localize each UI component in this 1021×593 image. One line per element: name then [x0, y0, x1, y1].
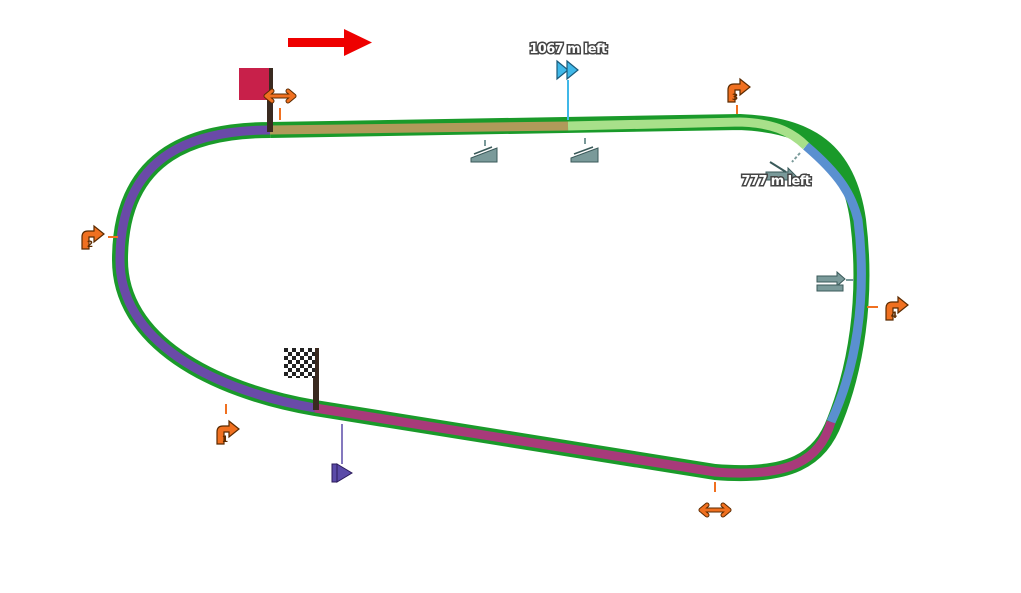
segment-right-curve [803, 142, 866, 424]
direction-arrow-icon [288, 29, 372, 56]
corner-4-marker: 4 [867, 295, 909, 321]
slope-icon [570, 138, 599, 163]
late-remaining-label: 777 m left [742, 174, 811, 189]
svg-text:3: 3 [732, 93, 738, 103]
segment-back-straight [567, 117, 810, 150]
svg-text:4: 4 [891, 311, 897, 321]
corner-2-marker: 2 [81, 224, 118, 250]
corner-turn-icon: 2 [81, 224, 105, 250]
fast-forward-icon [556, 59, 579, 81]
corner-turn-icon: 4 [885, 295, 909, 321]
corner-turn-icon: 3 [727, 77, 751, 103]
checkered-flag-icon [284, 348, 319, 410]
segment-start-straight [269, 121, 569, 135]
spurt-remaining-label: 1067 m left [529, 42, 607, 57]
spurt-marker: 1067 m left [528, 41, 609, 120]
late-marker: 777 m left [740, 152, 813, 191]
svg-text:1: 1 [222, 435, 228, 445]
corner-turn-icon: 1 [216, 419, 240, 445]
lane-change-icon [765, 161, 797, 186]
slope-icon [470, 140, 498, 163]
straight-double-arrow-icon [263, 88, 297, 120]
corner-3-marker: 3 [727, 77, 751, 114]
straight-double-arrow-icon [816, 270, 854, 292]
segment-left-curve [115, 125, 316, 413]
straight-double-arrow-icon [698, 482, 732, 518]
track-segments [115, 117, 866, 478]
corner-1-marker: 1 [216, 404, 240, 445]
position-play-icon [331, 463, 353, 483]
position-marker [331, 424, 353, 483]
svg-text:2: 2 [87, 240, 93, 250]
segment-home-straight [314, 403, 836, 478]
